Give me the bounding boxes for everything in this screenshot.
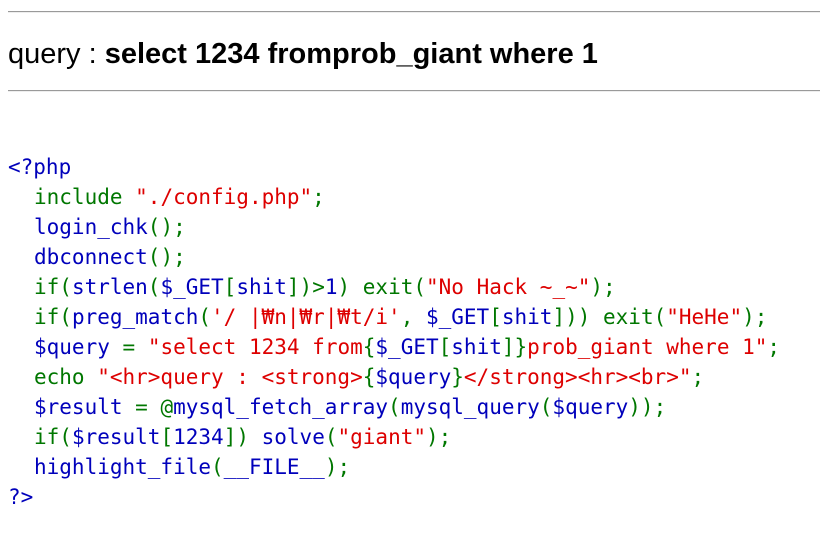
code-token: 1	[324, 275, 338, 299]
code-token: ();	[147, 215, 186, 239]
code-token: [	[160, 425, 174, 449]
code-token: </strong><hr><br>"	[463, 365, 692, 389]
code-token: preg_match	[71, 305, 199, 329]
code-token: $result	[71, 425, 161, 449]
code-token: if(	[34, 275, 72, 299]
code-token: =	[122, 335, 148, 359]
code-token: "No Hack ~_~"	[426, 275, 591, 299]
code-token: '/ |₩n|₩r|₩t/i'	[211, 305, 401, 329]
code-token: <?php	[8, 155, 72, 179]
code-token: );	[324, 455, 351, 479]
code-token: );	[742, 305, 768, 329]
code-line: if(preg_match('/ |₩n|₩r|₩t/i', $_GET[shi…	[8, 302, 780, 332]
query-output: query : select 1234 fromprob_giant where…	[8, 32, 598, 76]
code-token: ?>	[8, 485, 34, 509]
code-line: <?php	[8, 152, 780, 182]
code-token: ])>	[286, 275, 325, 299]
code-token: ,	[400, 305, 426, 329]
code-token: [	[438, 335, 452, 359]
code-token: $result	[34, 395, 136, 419]
code-token: "HeHe"	[666, 305, 743, 329]
code-line: include "./config.php";	[8, 182, 780, 212]
code-token: ])	[223, 425, 262, 449]
code-token: (	[388, 395, 401, 419]
code-line: if($result[1234]) solve("giant");	[8, 422, 780, 452]
bottom-divider	[8, 90, 820, 92]
code-line: ?>	[8, 482, 780, 512]
code-token: shit	[451, 335, 502, 359]
code-line: $result = @mysql_fetch_array(mysql_query…	[8, 392, 780, 422]
query-value: select 1234 fromprob_giant where 1	[104, 38, 598, 70]
code-token: $query	[375, 365, 452, 389]
code-token: $_GET	[160, 275, 224, 299]
code-token: ;	[312, 185, 325, 209]
code-token: (	[324, 425, 338, 449]
code-token: "./config.php"	[135, 185, 313, 209]
code-token: mysql_query	[400, 395, 540, 419]
code-token: highlight_file	[34, 455, 212, 479]
code-token: include	[34, 185, 136, 209]
code-token: );	[590, 275, 616, 299]
code-token: (	[539, 395, 553, 419]
code-token: "<hr>query : <strong>	[97, 365, 363, 389]
code-token: {	[362, 335, 376, 359]
code-token: ));	[628, 395, 667, 419]
code-token: }	[451, 365, 464, 389]
code-token: ]	[501, 335, 515, 359]
code-line: if(strlen($_GET[shit])>1) exit("No Hack …	[8, 272, 780, 302]
code-token: ;	[767, 335, 781, 359]
code-token: ) exit(	[337, 275, 427, 299]
code-token: ;	[691, 365, 705, 389]
code-token: mysql_fetch_array	[173, 395, 389, 419]
code-token: ])) exit(	[552, 305, 667, 329]
code-token: if(	[34, 305, 72, 329]
code-token: $_GET	[375, 335, 439, 359]
code-token: [	[223, 275, 237, 299]
code-line: highlight_file(__FILE__);	[8, 452, 780, 482]
code-token: strlen	[71, 275, 148, 299]
code-token: dbconnect	[34, 245, 148, 269]
code-token: }	[514, 335, 528, 359]
code-token: 1234	[173, 425, 224, 449]
code-token: if(	[34, 425, 72, 449]
code-token: $_GET	[425, 305, 490, 329]
query-label: query :	[8, 38, 105, 70]
code-token: "select 1234 from	[147, 335, 363, 359]
code-token: = @	[135, 395, 174, 419]
code-token: echo	[34, 365, 98, 389]
code-token: "giant"	[337, 425, 427, 449]
code-token: (	[211, 455, 224, 479]
code-line: login_chk();	[8, 212, 780, 242]
code-token: __FILE__	[223, 455, 325, 479]
code-token: $query	[34, 335, 123, 359]
code-line: dbconnect();	[8, 242, 780, 272]
code-token: );	[426, 425, 452, 449]
code-token: (	[147, 275, 161, 299]
code-line: $query = "select 1234 from{$_GET[shit]}p…	[8, 332, 780, 362]
code-token: shit	[236, 275, 287, 299]
top-divider	[8, 11, 820, 13]
code-token: (	[198, 305, 212, 329]
code-token: ();	[147, 245, 186, 269]
code-token: login_chk	[34, 215, 148, 239]
code-token: solve	[261, 425, 325, 449]
code-token: prob_giant where 1"	[527, 335, 768, 359]
code-token: $query	[552, 395, 629, 419]
code-line: echo "<hr>query : <strong>{$query}</stro…	[8, 362, 780, 392]
code-token: [	[489, 305, 502, 329]
code-token: shit	[501, 305, 553, 329]
code-token: {	[362, 365, 376, 389]
